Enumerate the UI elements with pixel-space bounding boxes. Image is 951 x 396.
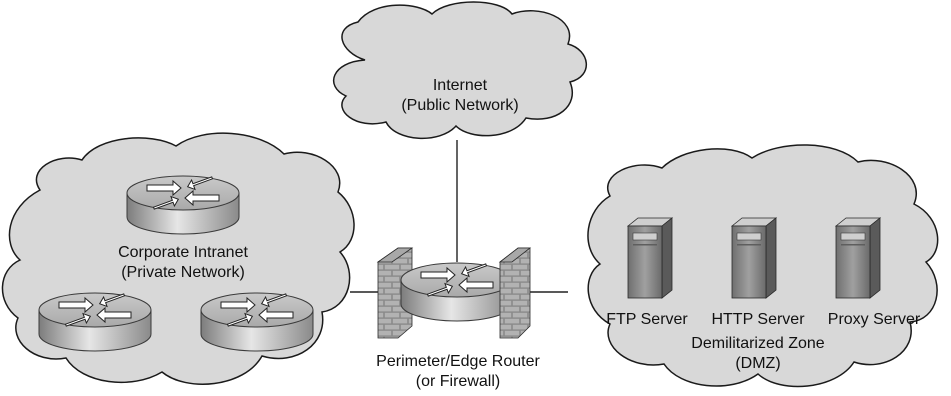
router-label: Perimeter/Edge Router (or Firewall) <box>350 352 566 392</box>
server-icon <box>731 217 777 299</box>
server-icon <box>835 217 881 299</box>
server-label-http: HTTP Server <box>711 311 805 328</box>
router-icon <box>400 259 514 322</box>
router-icon <box>38 289 152 352</box>
server-label-ftp: FTP Server <box>606 311 688 328</box>
router-icon <box>200 289 314 352</box>
internet-title: Internet <box>432 77 488 94</box>
dmz-subtitle: (DMZ) <box>735 355 781 372</box>
router-title: Perimeter/Edge Router <box>376 353 540 370</box>
server-label-proxy: Proxy Server <box>827 311 921 328</box>
firewall-icon <box>376 247 414 339</box>
intranet-subtitle: (Private Network) <box>121 264 245 281</box>
firewall-icon <box>498 247 532 339</box>
intranet-title: Corporate Intranet <box>118 244 248 261</box>
dmz-label: Demilitarized Zone (DMZ) <box>670 334 846 374</box>
server-icon <box>627 217 673 299</box>
connection-lines <box>350 140 568 293</box>
internet-subtitle: (Public Network) <box>401 97 519 114</box>
intranet-label: Corporate Intranet (Private Network) <box>88 243 278 283</box>
dmz-title: Demilitarized Zone <box>691 335 825 352</box>
internet-cloud <box>332 1 588 139</box>
internet-label: Internet (Public Network) <box>372 76 548 116</box>
router-icon <box>126 172 240 235</box>
router-subtitle: (or Firewall) <box>415 373 501 390</box>
